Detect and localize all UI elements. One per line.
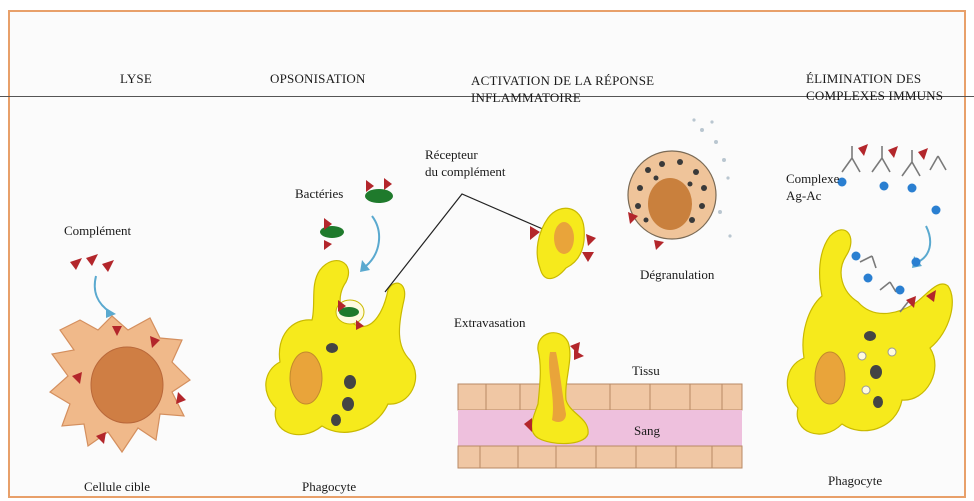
bacterium — [320, 226, 344, 238]
label-blood: Sang — [634, 422, 660, 439]
header-lyse: LYSE — [120, 70, 152, 87]
target-cell-nucleus — [91, 347, 163, 423]
label-complement: Complément — [64, 222, 131, 239]
lyse-panel — [50, 254, 190, 452]
bacterium — [365, 189, 393, 203]
label-degranulation: Dégranulation — [640, 266, 714, 283]
header-elimination: ÉLIMINATION DES COMPLEXES IMMUNS — [806, 70, 943, 104]
vessel-lumen — [458, 410, 742, 446]
complement-fragment — [70, 258, 82, 270]
label-phagocyte-opsonisation: Phagocyte — [302, 478, 356, 495]
label-bacteria: Bactéries — [295, 185, 343, 202]
label-extravasation: Extravasation — [454, 314, 525, 331]
vessel-lower-wall — [458, 446, 742, 468]
label-complement-receptor: Récepteur du complément — [425, 146, 506, 180]
phagocyte-opsonisation — [266, 261, 416, 435]
vessel-upper-wall — [458, 384, 742, 410]
header-opsonisation: OPSONISATION — [270, 70, 366, 87]
label-immune-complex: Complexe Ag-Ac — [786, 170, 839, 204]
complement-on-membrane — [176, 392, 186, 404]
phagocyte-nucleus — [290, 352, 322, 404]
arrow-to-target — [95, 276, 110, 312]
complement-fragment — [86, 254, 98, 266]
complement-fragment — [102, 260, 114, 272]
opsonisation-panel — [266, 178, 416, 435]
label-target-cell: Cellule cible — [84, 478, 150, 495]
phagocyte-nucleus — [815, 352, 845, 404]
label-phagocyte-elimination: Phagocyte — [828, 472, 882, 489]
label-tissue: Tissu — [632, 362, 660, 379]
header-activation: ACTIVATION DE LA RÉPONSE INFLAMMATOIRE — [471, 72, 654, 106]
receptor-pointer-line — [385, 194, 545, 292]
mast-cell-degranulating — [628, 118, 732, 250]
